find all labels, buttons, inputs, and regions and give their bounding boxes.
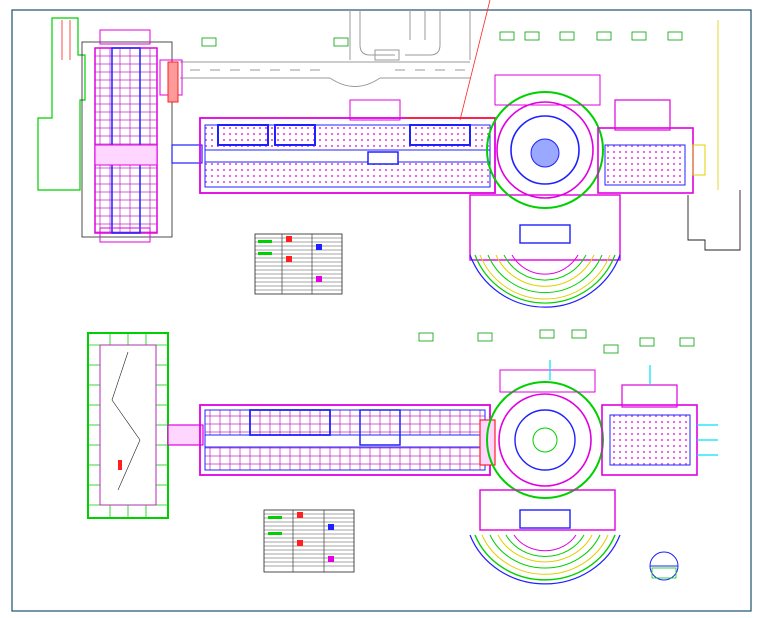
upper-callouts [201,31,683,47]
lower-central-block [199,404,496,476]
upper-rotunda [469,74,621,308]
green-site-outline-left [37,17,86,191]
upper-corridor [171,144,203,164]
lower-corridor [167,424,204,446]
lower-callouts [418,329,695,354]
north-arrow-icon [649,551,679,581]
lower-plan [87,329,718,585]
lower-right-wing [549,360,718,476]
upper-plan [37,0,741,308]
sheet-border [11,9,752,612]
upper-left-wing [81,29,183,243]
lower-rotunda [469,369,621,585]
lower-legend-table [263,509,355,573]
upper-central-block [199,0,496,194]
upper-right-wing [597,20,741,251]
upper-legend-table [254,233,343,295]
red-site-outline-left [61,20,71,60]
site-road [180,10,471,87]
lower-left-grid [87,332,169,519]
